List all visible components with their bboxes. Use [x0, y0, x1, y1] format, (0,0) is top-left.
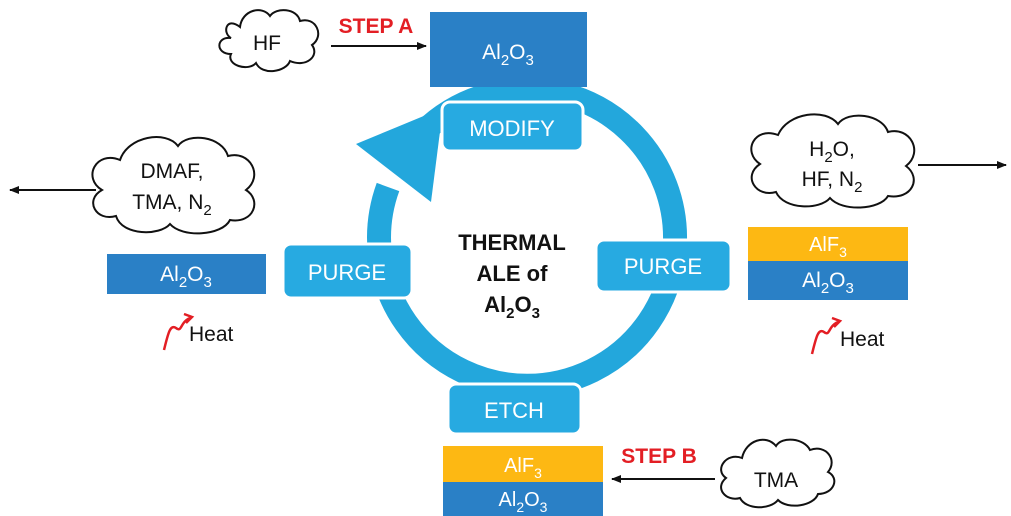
right-heat-icon-arrowhead: [831, 316, 843, 328]
right-al2o3-layer: [748, 261, 908, 300]
etch-pill: [446, 382, 583, 436]
cycle-ring: [356, 77, 687, 398]
modify-step: MODIFY: [440, 100, 585, 153]
purge-right-step: PURGE: [594, 238, 733, 294]
left-cloud-line2: TMA, N2: [132, 191, 212, 219]
purge-right-label: PURGE: [624, 254, 702, 279]
step-a-layer-label: Al2O3: [482, 41, 534, 69]
step-b-bottom-layer-label: Al2O3: [499, 489, 548, 515]
step-a-label: STEP A: [339, 15, 414, 38]
tma-cloud-label: TMA: [754, 469, 798, 492]
modify-label: MODIFY: [469, 116, 555, 141]
step-b-label: STEP B: [621, 445, 696, 468]
center-title-line2: ALE of: [477, 261, 549, 286]
left-al2o3-layer: [107, 254, 266, 294]
hf-cloud: [218, 9, 320, 72]
purge-left-label: PURGE: [308, 260, 386, 285]
purge-left-step: PURGE: [281, 242, 414, 300]
left-heat-icon: [162, 316, 191, 351]
cycle-center-title: THERMAL ALE of Al2O3: [458, 230, 566, 322]
left-cloud-line1: DMAF,: [141, 160, 204, 183]
step-b-top-layer-label: AlF3: [504, 455, 542, 481]
purge-right-pill: [594, 238, 733, 294]
left-heat-label: Heat: [189, 323, 234, 346]
step-a-group: HF STEP A Al2O3: [218, 9, 587, 87]
cycle-ring-arc: [367, 77, 687, 398]
h2o-hf-n2-cloud: [750, 113, 916, 209]
right-cloud-line2: HF, N2: [802, 168, 863, 196]
left-purge-group: DMAF, TMA, N2 Al2O3 Heat: [9, 136, 266, 351]
modify-pill: [440, 100, 585, 153]
cycle-arrowhead: [356, 108, 443, 202]
purge-left-pill: [281, 242, 414, 300]
right-bottom-layer-label: Al2O3: [802, 269, 854, 297]
etch-step: ETCH: [446, 382, 583, 436]
right-heat-icon: [810, 320, 839, 355]
center-title-line3: Al2O3: [484, 292, 540, 322]
right-purge-group: H2O, HF, N2 AlF3 Al2O3 Heat: [748, 113, 1007, 355]
tma-cloud: [720, 438, 836, 509]
hf-cloud-label: HF: [253, 32, 281, 55]
etch-label: ETCH: [484, 398, 544, 423]
step-b-group: AlF3 Al2O3 STEP B TMA: [443, 438, 836, 516]
step-b-alf3-layer: [443, 446, 603, 482]
right-alf3-layer: [748, 227, 908, 261]
right-top-layer-label: AlF3: [809, 234, 847, 260]
right-cloud-line1: H2O,: [809, 138, 855, 166]
dmaf-tma-cloud: [91, 136, 256, 235]
center-title-line1: THERMAL: [458, 230, 566, 255]
step-b-al2o3-layer: [443, 482, 603, 516]
left-layer-label: Al2O3: [160, 263, 212, 291]
step-a-al2o3-layer: [430, 12, 587, 87]
right-heat-label: Heat: [840, 328, 885, 351]
left-heat-icon-arrowhead: [183, 312, 195, 324]
